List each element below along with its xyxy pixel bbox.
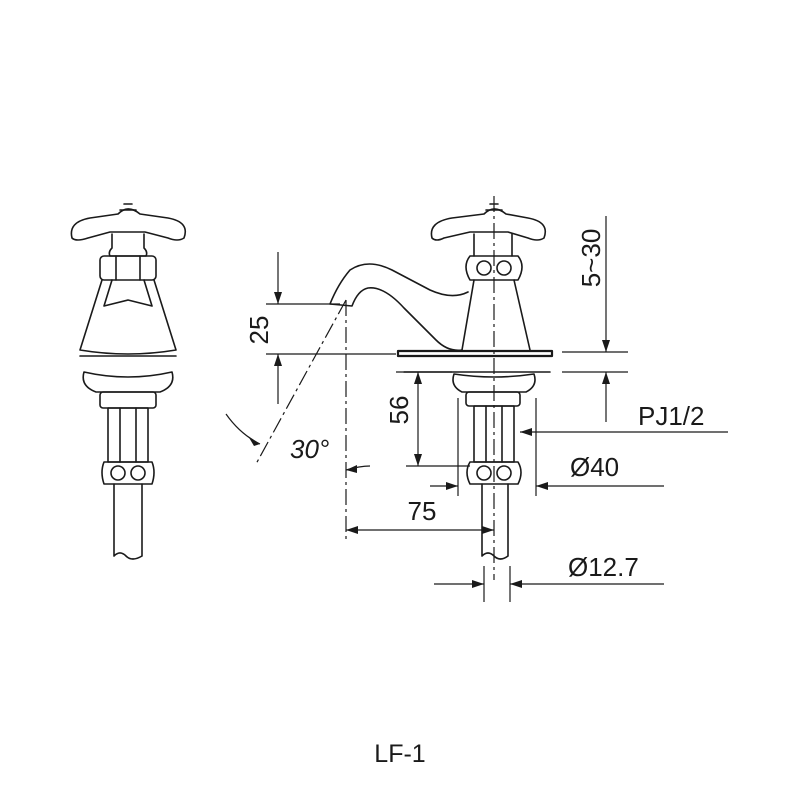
front-conical-body [79,279,177,355]
front-lock-nut [101,461,155,485]
dim-label-pipe-dia: Ø12.7 [568,552,639,582]
side-bonnet-ring [465,255,523,281]
centerlines [255,196,495,580]
deck-plate [396,349,554,358]
dim-label-75: 75 [408,496,437,526]
front-threaded-shank [107,407,149,463]
dim-label-pj: PJ1/2 [638,401,705,431]
side-view [329,203,554,560]
front-stem [108,233,148,257]
side-spout [329,263,469,352]
dim-label-flange-dia: Ø40 [570,452,619,482]
front-cross-handle [70,208,187,241]
side-cross-handle [430,208,547,241]
side-body [461,279,531,351]
side-flange [403,371,551,393]
side-lock-nut [466,461,522,485]
model-label: LF-1 [374,740,425,768]
front-view [70,203,187,560]
dim-label-angle: 30° [290,434,329,464]
front-supply-pipe [113,483,143,560]
dim-label-5-30: 5~30 [576,229,606,288]
front-flange [79,355,177,393]
dim-label-56: 56 [384,396,414,425]
dim-label-25: 25 [244,316,274,345]
front-bonnet-ring [99,255,157,281]
dimension-lines [225,216,728,602]
side-supply-pipe [481,483,509,560]
